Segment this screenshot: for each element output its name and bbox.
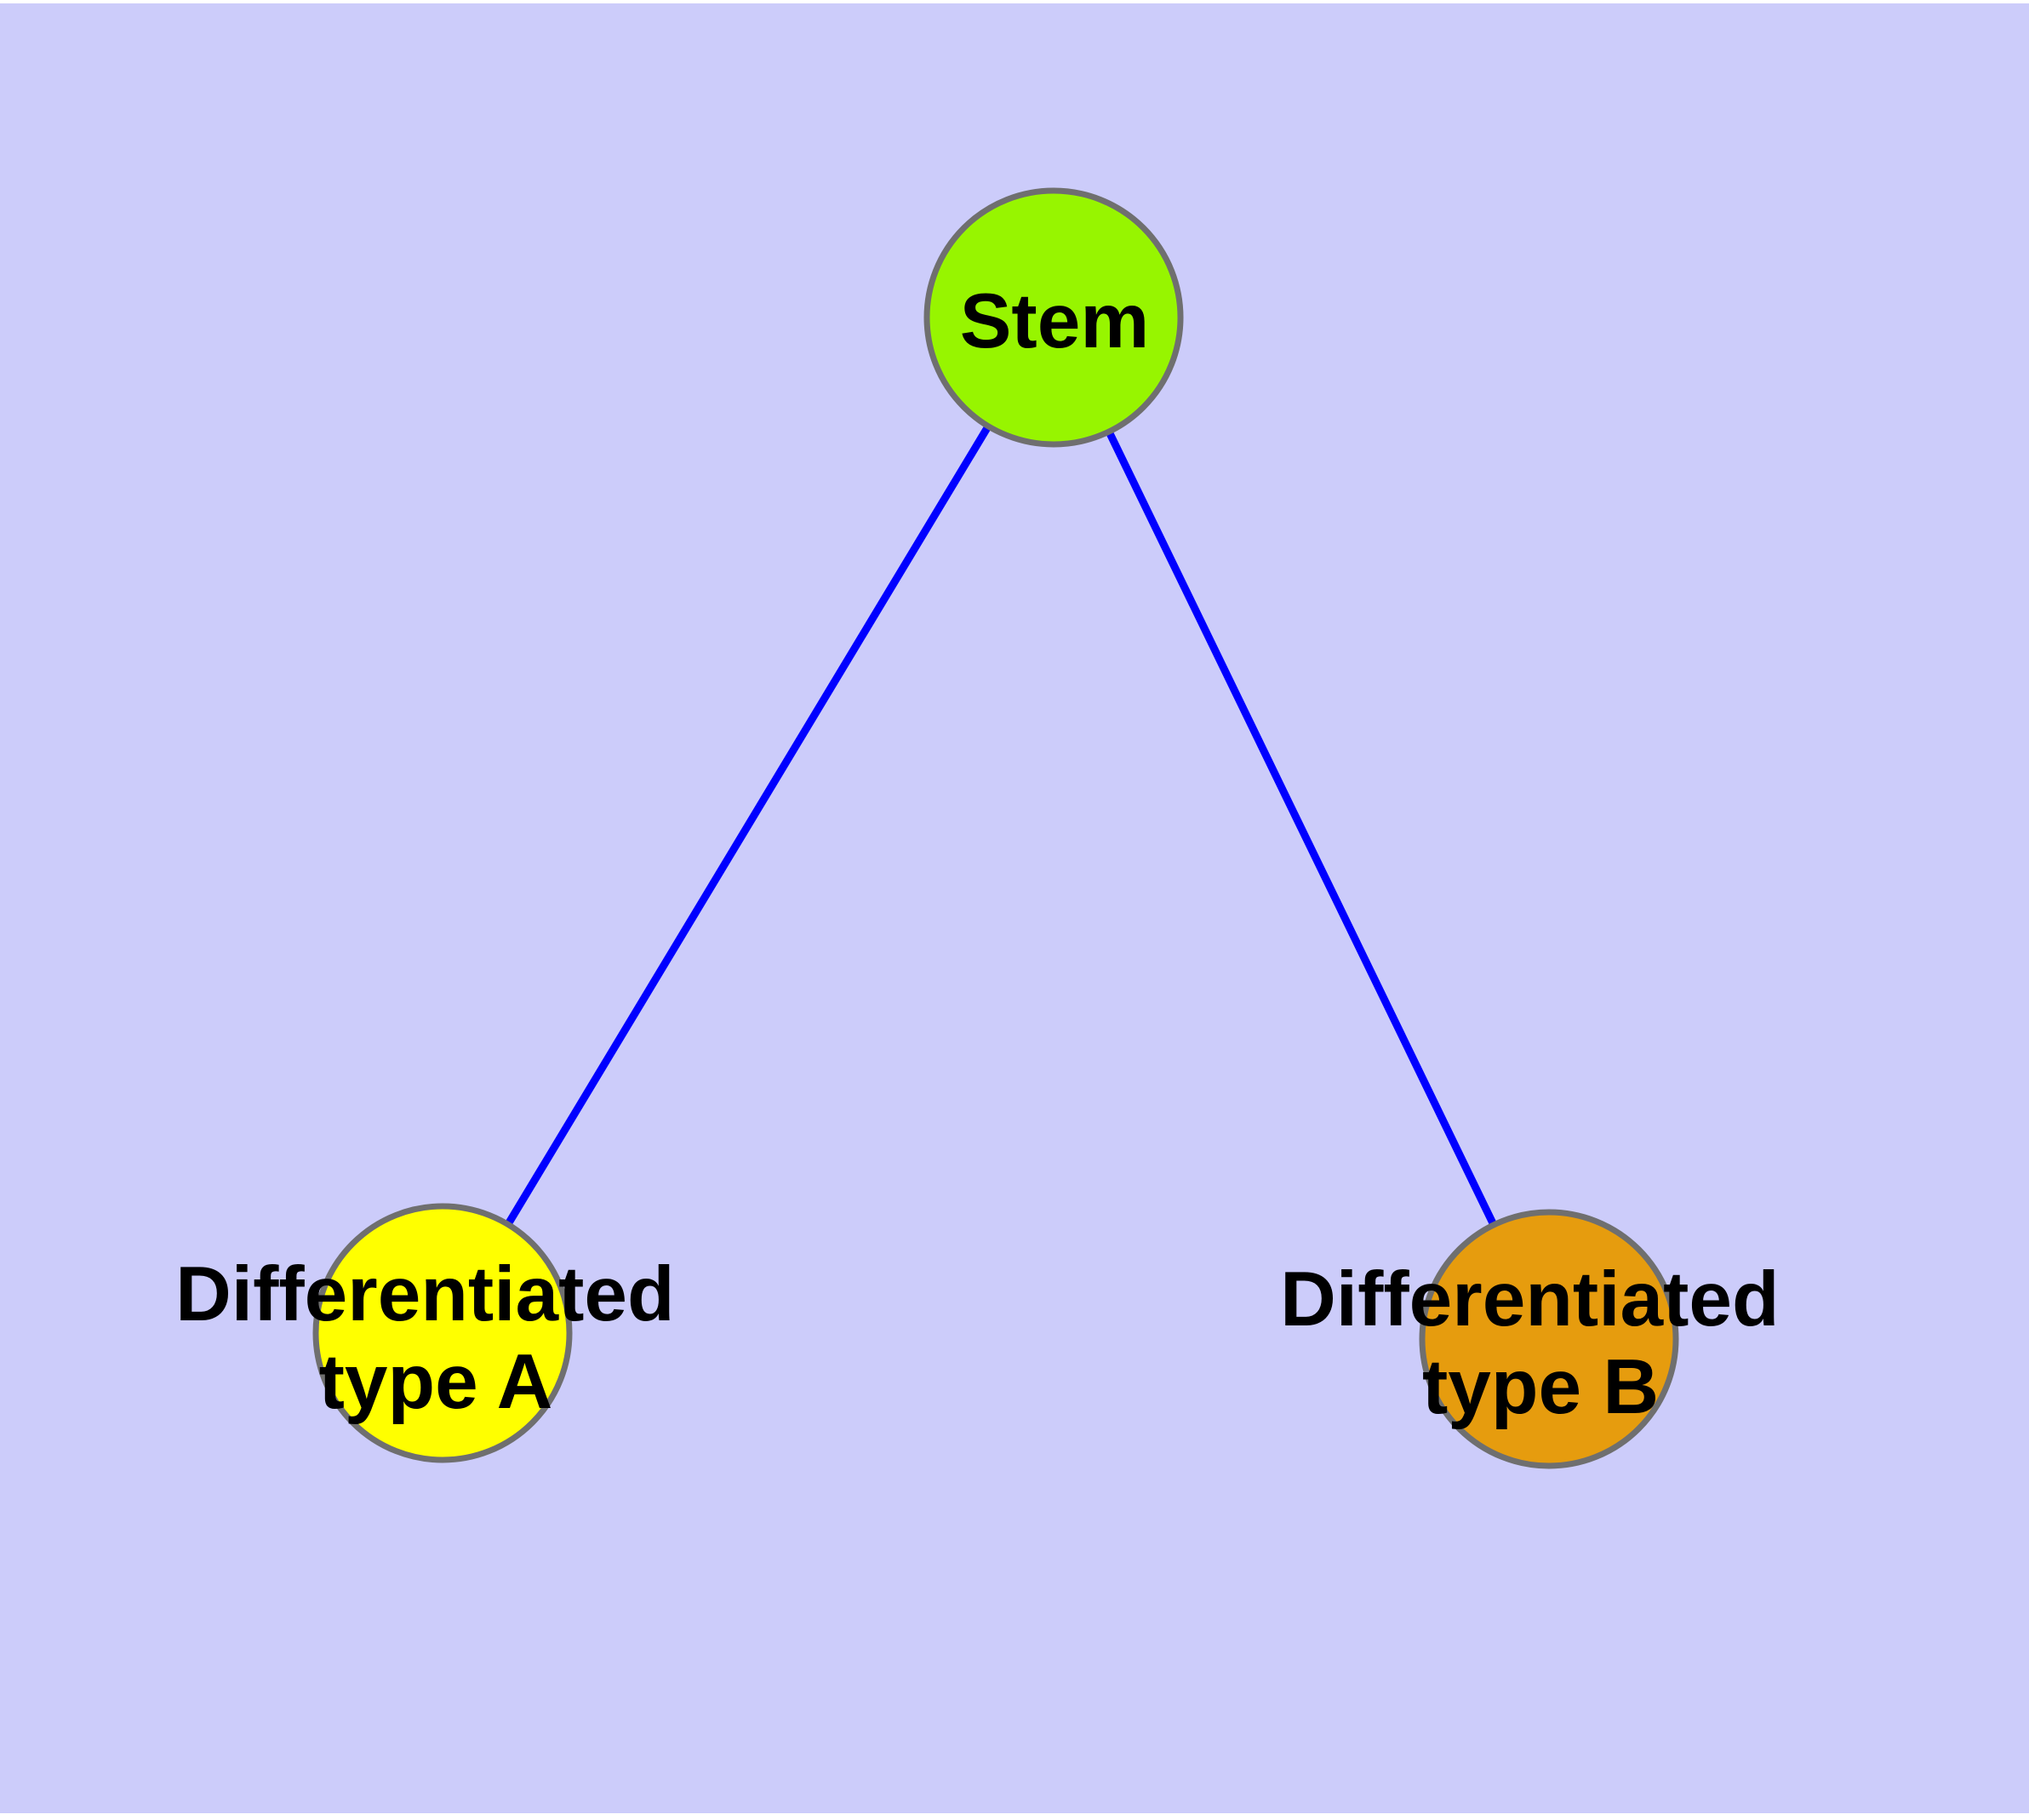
stem-node [923,187,1184,448]
type-b-label-line1: Differentiated [1280,1256,1780,1342]
differentiated-type-b-node-label: Differentiated type B [1280,1256,1801,1430]
differentiated-type-a-node-label: Differentiated type A [175,1251,696,1425]
edge-stem-to-type-a [439,315,1057,1336]
stem-node-label: Stem [960,278,1150,364]
type-a-label-line1: Differentiated [175,1251,675,1337]
edge-stem-to-type-b [1049,316,1553,1341]
differentiated-type-a-node [312,1203,573,1463]
differentiated-type-b-node [1419,1209,1679,1469]
type-b-label-line2: type B [1422,1344,1659,1430]
type-a-label-line2: type A [319,1339,553,1425]
